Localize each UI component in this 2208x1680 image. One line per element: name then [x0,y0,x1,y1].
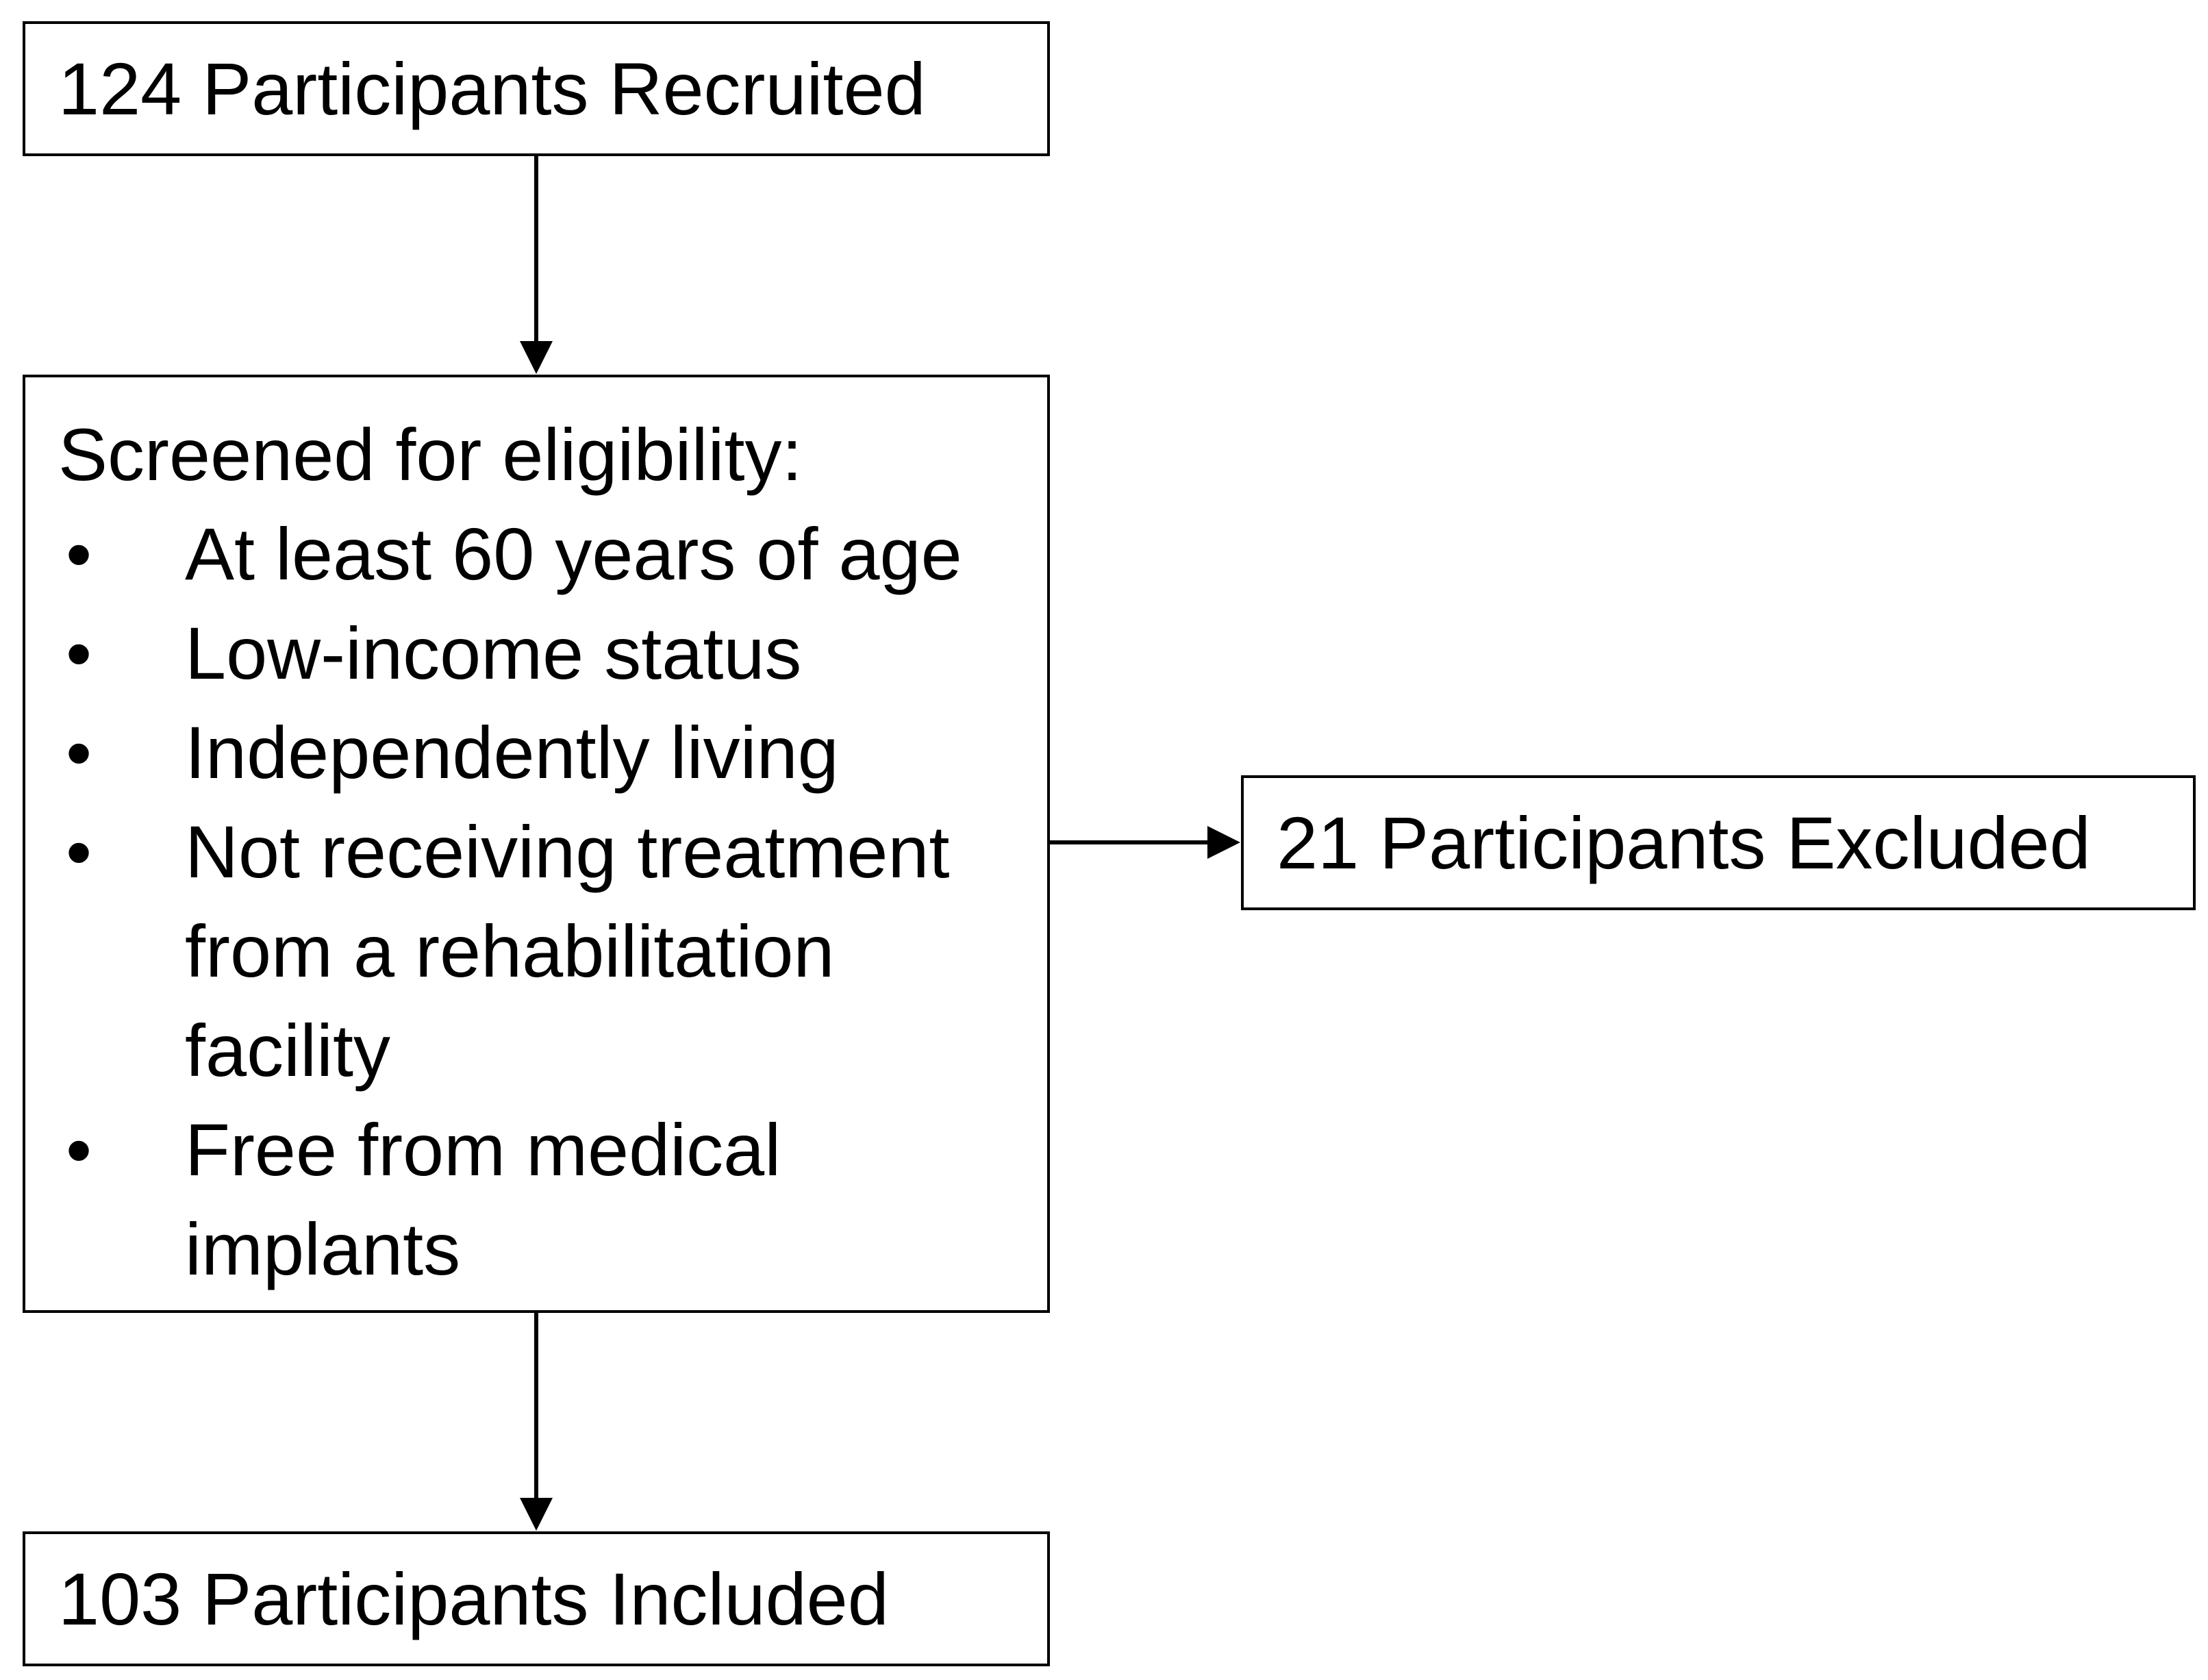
criterion-implants: • Free from medical implants [58,1100,1033,1299]
criterion-text: Independently living [185,711,839,794]
criterion-income: • Low-income status [58,603,1033,703]
screening-box: Screened for eligibility: • At least 60 … [23,375,1050,1313]
recruited-box: 124 Participants Recruited [23,21,1050,156]
criterion-text: Low-income status [185,612,802,694]
criterion-rehabilitation: • Not receiving treatment from a rehabil… [58,802,1033,1100]
criterion-living: • Independently living [58,703,1033,802]
excluded-box: 21 Participants Excluded [1241,775,2196,910]
included-label: 103 Participants Included [58,1557,889,1640]
criterion-age: • At least 60 years of age [58,504,1033,603]
bullet-icon: • [66,810,92,893]
recruited-label: 124 Participants Recruited [58,47,926,130]
screening-title: Screened for eligibility: [58,413,803,496]
criteria-list: • At least 60 years of age • Low-income … [58,504,1033,1299]
criterion-text: At least 60 years of age [185,512,962,595]
excluded-label: 21 Participants Excluded [1277,801,2091,884]
bullet-icon: • [66,1108,92,1191]
criterion-text: Not receiving treatment from a rehabilit… [185,810,950,1092]
bullet-icon: • [66,512,92,595]
included-box: 103 Participants Included [23,1531,1050,1666]
criterion-text: Free from medical implants [185,1108,781,1290]
bullet-icon: • [66,612,92,694]
bullet-icon: • [66,711,92,794]
